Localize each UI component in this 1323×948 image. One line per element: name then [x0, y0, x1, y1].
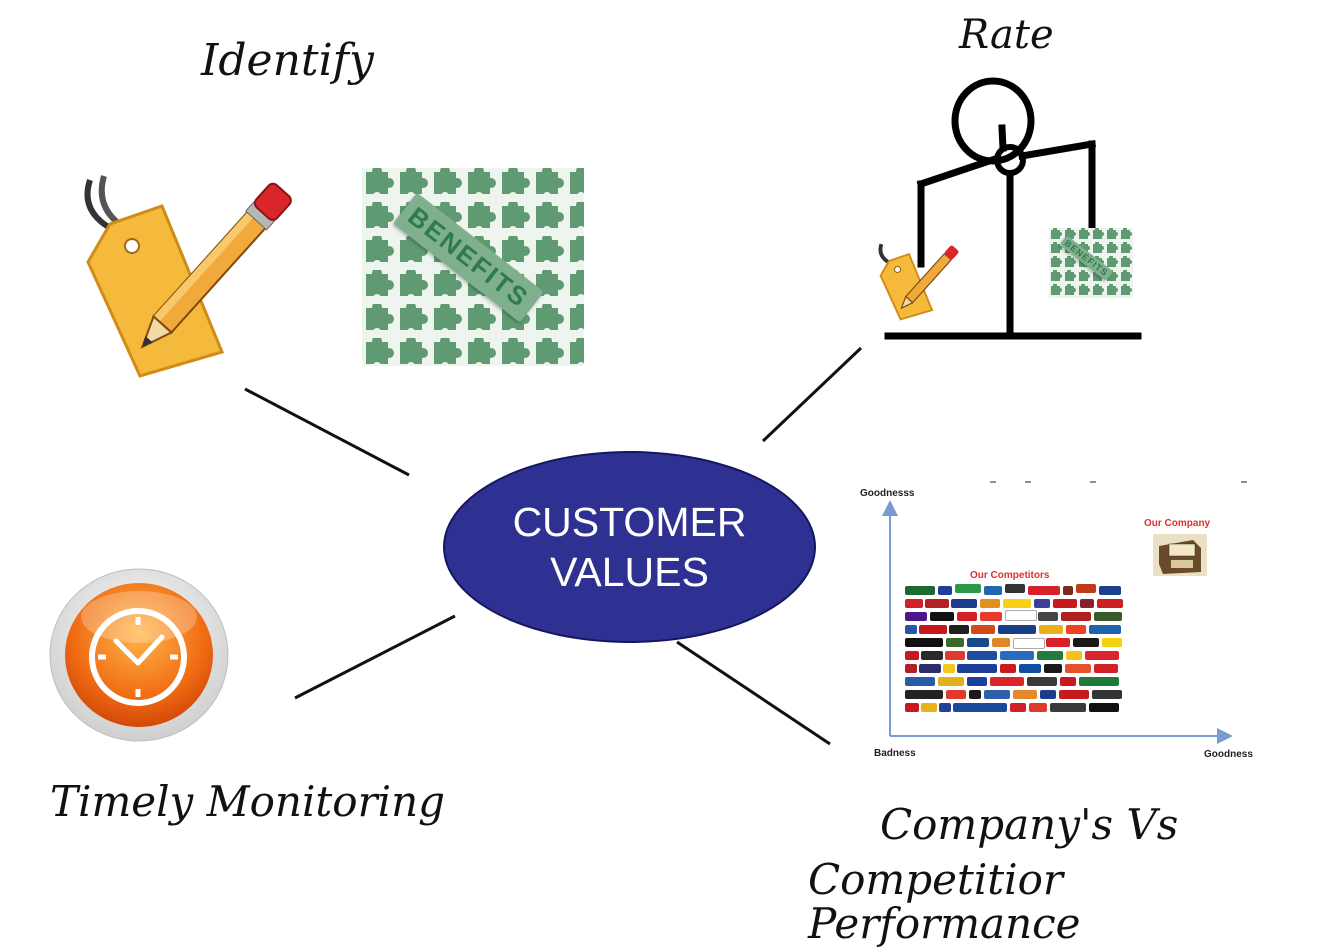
tag-pencil-icon	[84, 175, 292, 378]
benefits-puzzle-small-image: BENEFITS	[1049, 228, 1133, 298]
performance-chart: Goodnesss Badness Goodness Our Company O…	[855, 472, 1260, 764]
connector-timely	[294, 614, 456, 700]
label-identify: Identify	[201, 35, 374, 86]
x-axis-right-label: Goodness	[1204, 749, 1253, 760]
label-compare-line-2: Competitior Performance	[808, 855, 1081, 948]
competitor-logos-collage	[905, 584, 1125, 722]
label-timely-monitoring: Timely Monitoring	[50, 777, 446, 826]
connector-identify	[244, 387, 410, 477]
benefits-puzzle-image: BENEFITS	[362, 168, 584, 366]
chart-axes	[882, 481, 1247, 744]
x-axis-left-label: Badness	[874, 748, 916, 759]
connector-rate	[761, 346, 863, 443]
tag-pencil-small-icon	[878, 243, 959, 321]
connector-lines	[244, 77, 1142, 746]
our-company-label: Our Company	[1144, 518, 1211, 529]
label-compare-line-1: Company's Vs	[880, 800, 1179, 849]
clock-icon	[49, 568, 229, 742]
center-line-1: CUSTOMER	[512, 498, 747, 545]
our-company-product-image	[1153, 534, 1207, 576]
y-axis-label: Goodnesss	[860, 488, 915, 499]
customer-values-ellipse: CUSTOMER VALUES	[443, 451, 816, 643]
scale-figure	[884, 77, 1142, 340]
label-rate: Rate	[959, 12, 1054, 58]
connector-compare	[676, 640, 831, 746]
center-line-2: VALUES	[550, 549, 709, 595]
our-competitors-label: Our Competitors	[970, 570, 1050, 581]
